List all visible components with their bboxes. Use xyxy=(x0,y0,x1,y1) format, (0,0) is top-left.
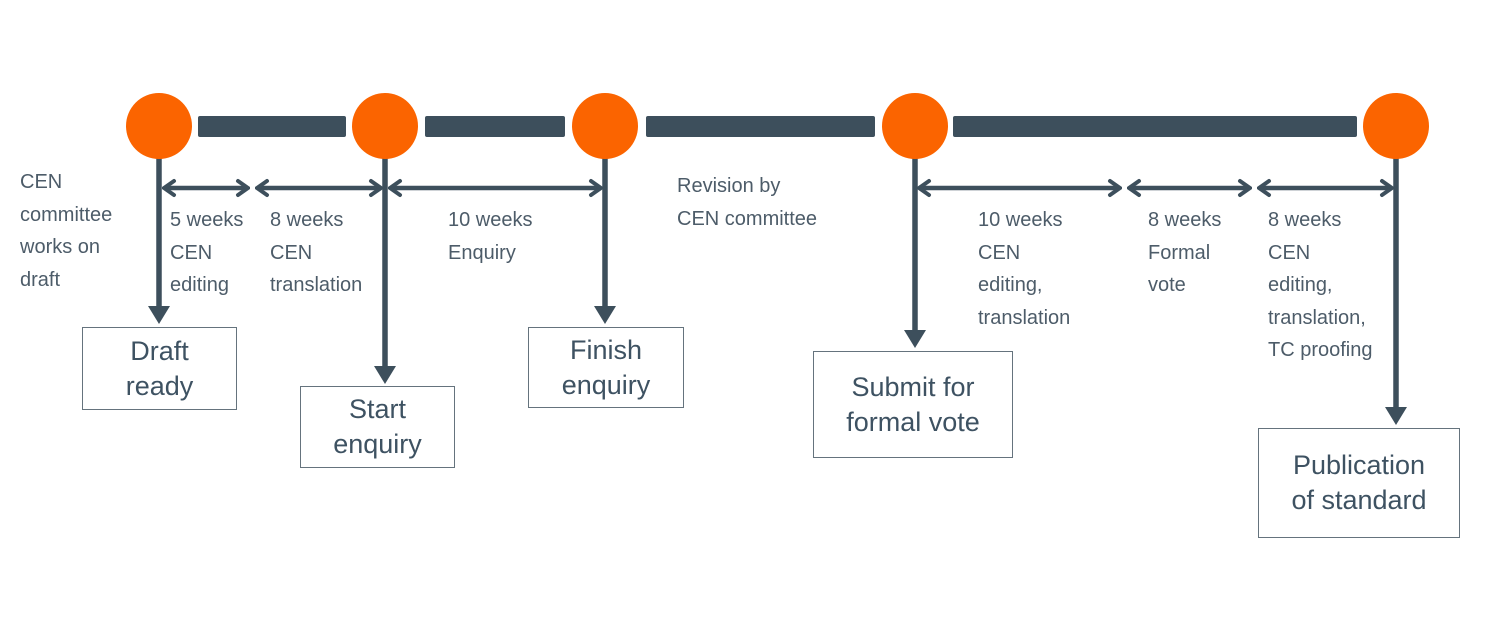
duration-label-cen-translation-8w: 8 weeks CEN translation xyxy=(270,209,363,296)
timeline-segment-1 xyxy=(198,116,346,137)
milestone-box-submit-formal-vote: Submit for formal vote xyxy=(813,351,1013,458)
timeline-segment-3 xyxy=(646,116,875,137)
timeline-segment-2 xyxy=(425,116,565,137)
duration-label-formal-vote-8w: 8 weeks Formal vote xyxy=(1148,209,1222,296)
milestone-connector-3-arrowhead-icon xyxy=(594,306,616,324)
phase-note-committee-draft: CEN committee works on draft xyxy=(20,171,113,291)
milestone-dot-5 xyxy=(1363,93,1429,159)
milestone-connector-4-arrowhead-icon xyxy=(904,330,926,348)
phase-note-revision: Revision by CEN committee xyxy=(677,175,818,230)
duration-label-editing-translation-10w: 10 weeks CEN editing, translation xyxy=(978,209,1071,329)
milestone-box-start-enquiry: Start enquiry xyxy=(300,386,455,468)
milestone-box-publication: Publication of standard xyxy=(1258,428,1460,538)
milestone-dot-1 xyxy=(126,93,192,159)
duration-label-enquiry-10w: 10 weeks Enquiry xyxy=(448,209,533,264)
milestone-connector-1-arrowhead-icon xyxy=(148,306,170,324)
milestone-connector-5-arrowhead-icon xyxy=(1385,407,1407,425)
duration-label-editing-translation-proofing-8w: 8 weeks CEN editing, translation, TC pro… xyxy=(1268,209,1373,361)
milestone-connector-2-arrowhead-icon xyxy=(374,366,396,384)
milestone-dot-3 xyxy=(572,93,638,159)
duration-label-cen-editing-5w: 5 weeks CEN editing xyxy=(170,209,244,296)
timeline-segment-4 xyxy=(953,116,1357,137)
milestone-box-draft-ready: Draft ready xyxy=(82,327,237,410)
milestone-dot-4 xyxy=(882,93,948,159)
milestone-dot-2 xyxy=(352,93,418,159)
milestone-box-finish-enquiry: Finish enquiry xyxy=(528,327,684,408)
